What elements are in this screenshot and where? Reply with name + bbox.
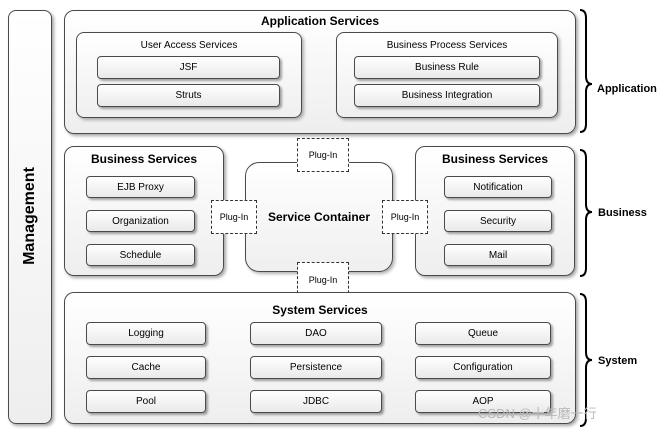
pool-box: Pool: [86, 390, 206, 413]
plug-in-left: Plug-In: [211, 200, 257, 234]
business-rule-box: Business Rule: [354, 56, 540, 79]
service-container-title: Service Container: [267, 210, 371, 224]
ejb-proxy-box: EJB Proxy: [86, 176, 195, 198]
cache-box: Cache: [86, 356, 206, 379]
business-process-services-title: Business Process Services: [386, 40, 508, 51]
business-layer-label: Business: [598, 207, 647, 219]
notification-box: Notification: [444, 176, 552, 198]
user-access-services-title: User Access Services: [140, 40, 238, 51]
application-layer-label: Application: [597, 83, 657, 95]
system-services-title: System Services: [272, 303, 368, 317]
business-services-right-title: Business Services: [441, 152, 549, 166]
business-services-left-title: Business Services: [90, 152, 198, 166]
management-label: Management: [21, 167, 38, 265]
persistence-box: Persistence: [250, 356, 382, 379]
dao-box: DAO: [250, 322, 382, 345]
system-layer-label: System: [598, 355, 638, 367]
application-brace: [579, 9, 593, 133]
management-panel: [8, 10, 52, 424]
system-brace: [579, 293, 593, 427]
layer-braces: [579, 9, 593, 427]
business-brace: [579, 149, 593, 277]
security-box: Security: [444, 210, 552, 232]
jdbc-box: JDBC: [250, 390, 382, 413]
organization-box: Organization: [86, 210, 195, 232]
queue-box: Queue: [415, 322, 551, 345]
mail-box: Mail: [444, 244, 552, 266]
configuration-box: Configuration: [415, 356, 551, 379]
struts-box: Struts: [97, 84, 280, 107]
application-services-title: Application Services: [260, 14, 380, 28]
csdn-watermark: CSDN @十年磨一行: [478, 406, 597, 421]
schedule-box: Schedule: [86, 244, 195, 266]
aop-box: AOP: [415, 390, 551, 413]
jsf-box: JSF: [97, 56, 280, 79]
logging-box: Logging: [86, 322, 206, 345]
plug-in-top: Plug-In: [297, 138, 349, 172]
business-integration-box: Business Integration: [354, 84, 540, 107]
plug-in-right: Plug-In: [382, 200, 428, 234]
